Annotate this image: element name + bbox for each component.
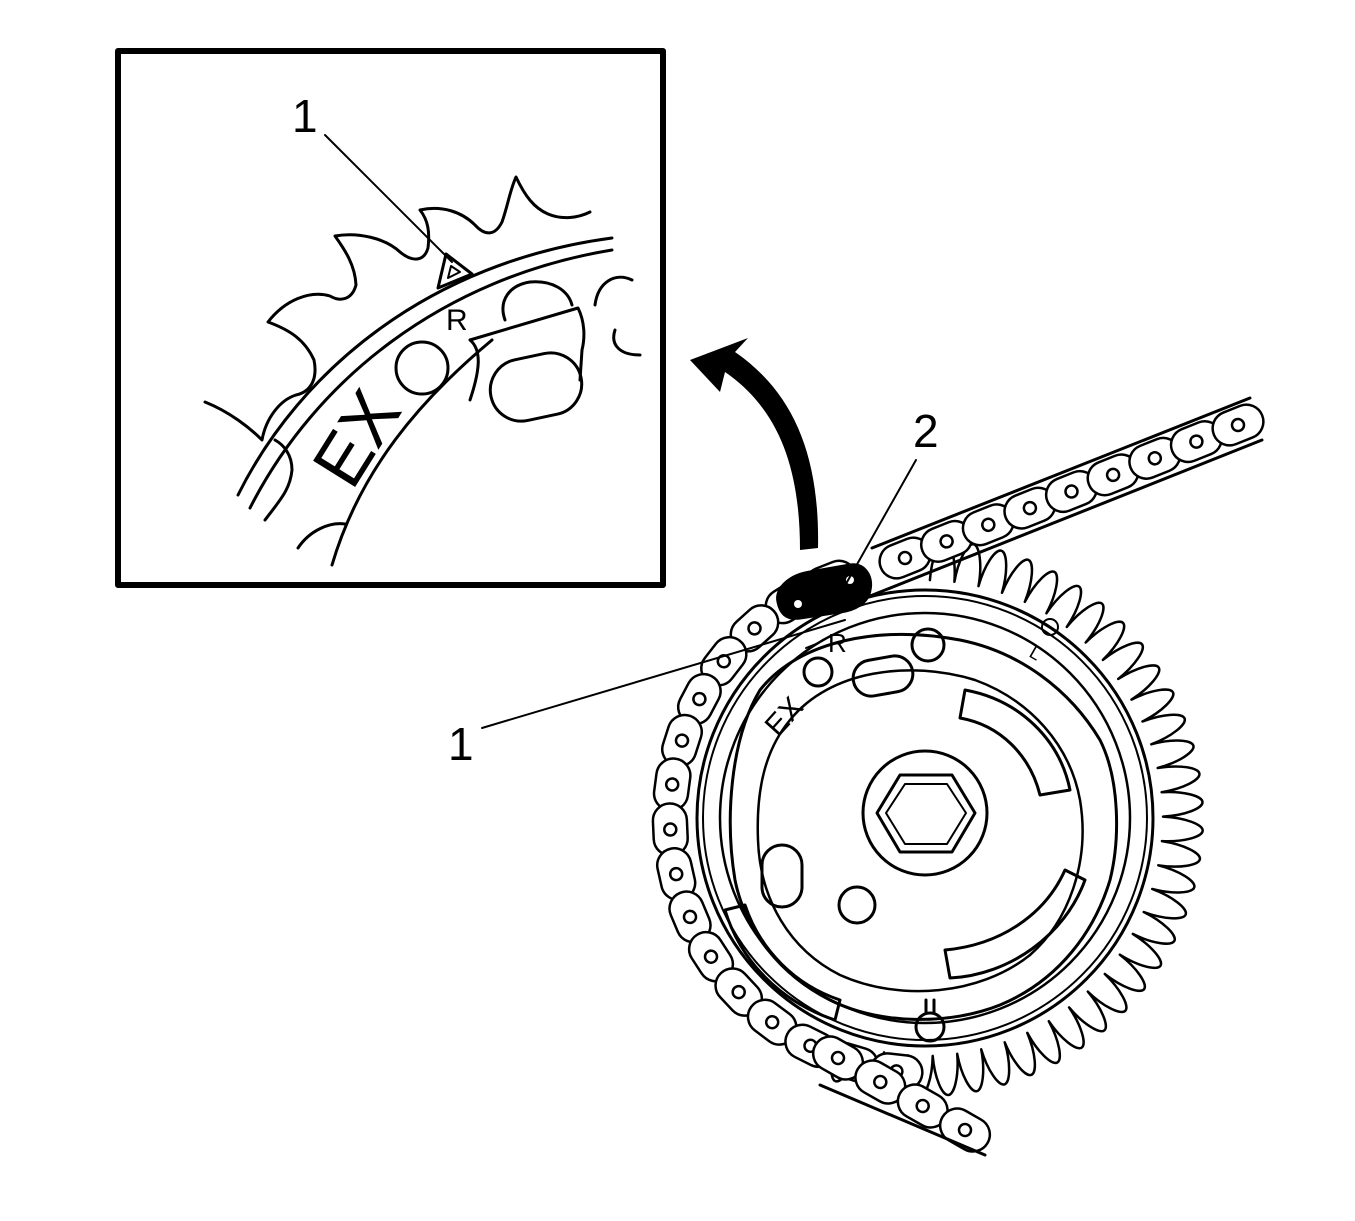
timing-chain: [651, 403, 1265, 1153]
hub-slot-left: [760, 843, 804, 909]
inset-roller-b: [593, 275, 642, 357]
hub-bolt-washer: [861, 749, 989, 877]
inset-ex-stamp: EX: [298, 377, 417, 501]
inset-tooth-lower: [263, 438, 294, 522]
inset-r-stamp: R: [446, 304, 468, 337]
main-r-tick: [805, 643, 817, 649]
chain-link: [668, 890, 712, 944]
inset-triangle-mark: [436, 252, 474, 290]
main-callout-2: 2: [913, 405, 939, 457]
inset-roller-a: [501, 280, 574, 322]
chain-upper-rail-bottom: [858, 438, 1264, 602]
chain-link: [1044, 469, 1099, 514]
hex-nut-inner: [885, 783, 967, 845]
chain-link: [896, 1083, 949, 1129]
hub-arc-slot-left: [723, 903, 842, 1022]
hub-arc-slot-right: [958, 688, 1072, 797]
inset-rim-outer: [236, 236, 614, 497]
main-leader-1: [481, 619, 846, 729]
main-l-stamp: L: [1026, 642, 1045, 664]
inset-callout-1: 1: [292, 90, 318, 142]
main-ex-stamp: EX: [759, 691, 810, 743]
chain-lower-rail-outer: [818, 1083, 987, 1157]
main-hub-plate: [728, 632, 1119, 1021]
chain-upper-rail-top: [870, 396, 1252, 550]
chain-link: [1211, 403, 1265, 447]
main-callout-1: 1: [448, 718, 474, 770]
main-sprocket-rim-inner: [702, 595, 1148, 1041]
main-sprocket-rim: [695, 588, 1155, 1048]
hub-pin-bottom: [914, 1011, 946, 1043]
chain-link: [854, 1059, 907, 1105]
inset-detail-view: EX R 1: [115, 48, 666, 588]
main-sprocket-face: [718, 611, 1132, 1025]
hub-arc-slot-lower: [943, 868, 1087, 980]
inset-leader-1: [324, 134, 453, 263]
inset-hub-segment: [468, 306, 586, 402]
main-sprocket-teeth: [830, 539, 1204, 1098]
colored-chain-link: [776, 563, 873, 620]
inset-hub-edge: [330, 338, 494, 567]
hex-nut-icon: [875, 773, 977, 854]
inset-oval-slot: [488, 351, 584, 423]
hub-slot-top: [851, 654, 915, 698]
main-r-stamp: R: [828, 628, 847, 658]
main-timing-hole: [802, 656, 834, 688]
hub-pin-top: [910, 627, 946, 663]
chain-link: [811, 1035, 865, 1081]
inset-frame: [115, 48, 666, 588]
inset-sprocket-teeth: [203, 175, 592, 442]
curved-arrow-icon: [690, 338, 819, 550]
main-hub-inner: [756, 669, 1084, 993]
main-assembly: EX R L: [651, 396, 1265, 1157]
chain-link: [651, 802, 689, 857]
inset-rim-inner: [248, 248, 614, 510]
inset-triangle-inner: [447, 265, 461, 279]
chain-link: [746, 998, 798, 1046]
main-l-mark-circle: [1041, 618, 1059, 636]
hub-hole-small: [837, 885, 877, 925]
inset-tooth-bottom: [296, 522, 347, 550]
chain-link: [676, 672, 722, 726]
main-leader-2: [837, 459, 917, 599]
inset-timing-hole: [394, 340, 450, 396]
chain-link: [961, 503, 1015, 547]
